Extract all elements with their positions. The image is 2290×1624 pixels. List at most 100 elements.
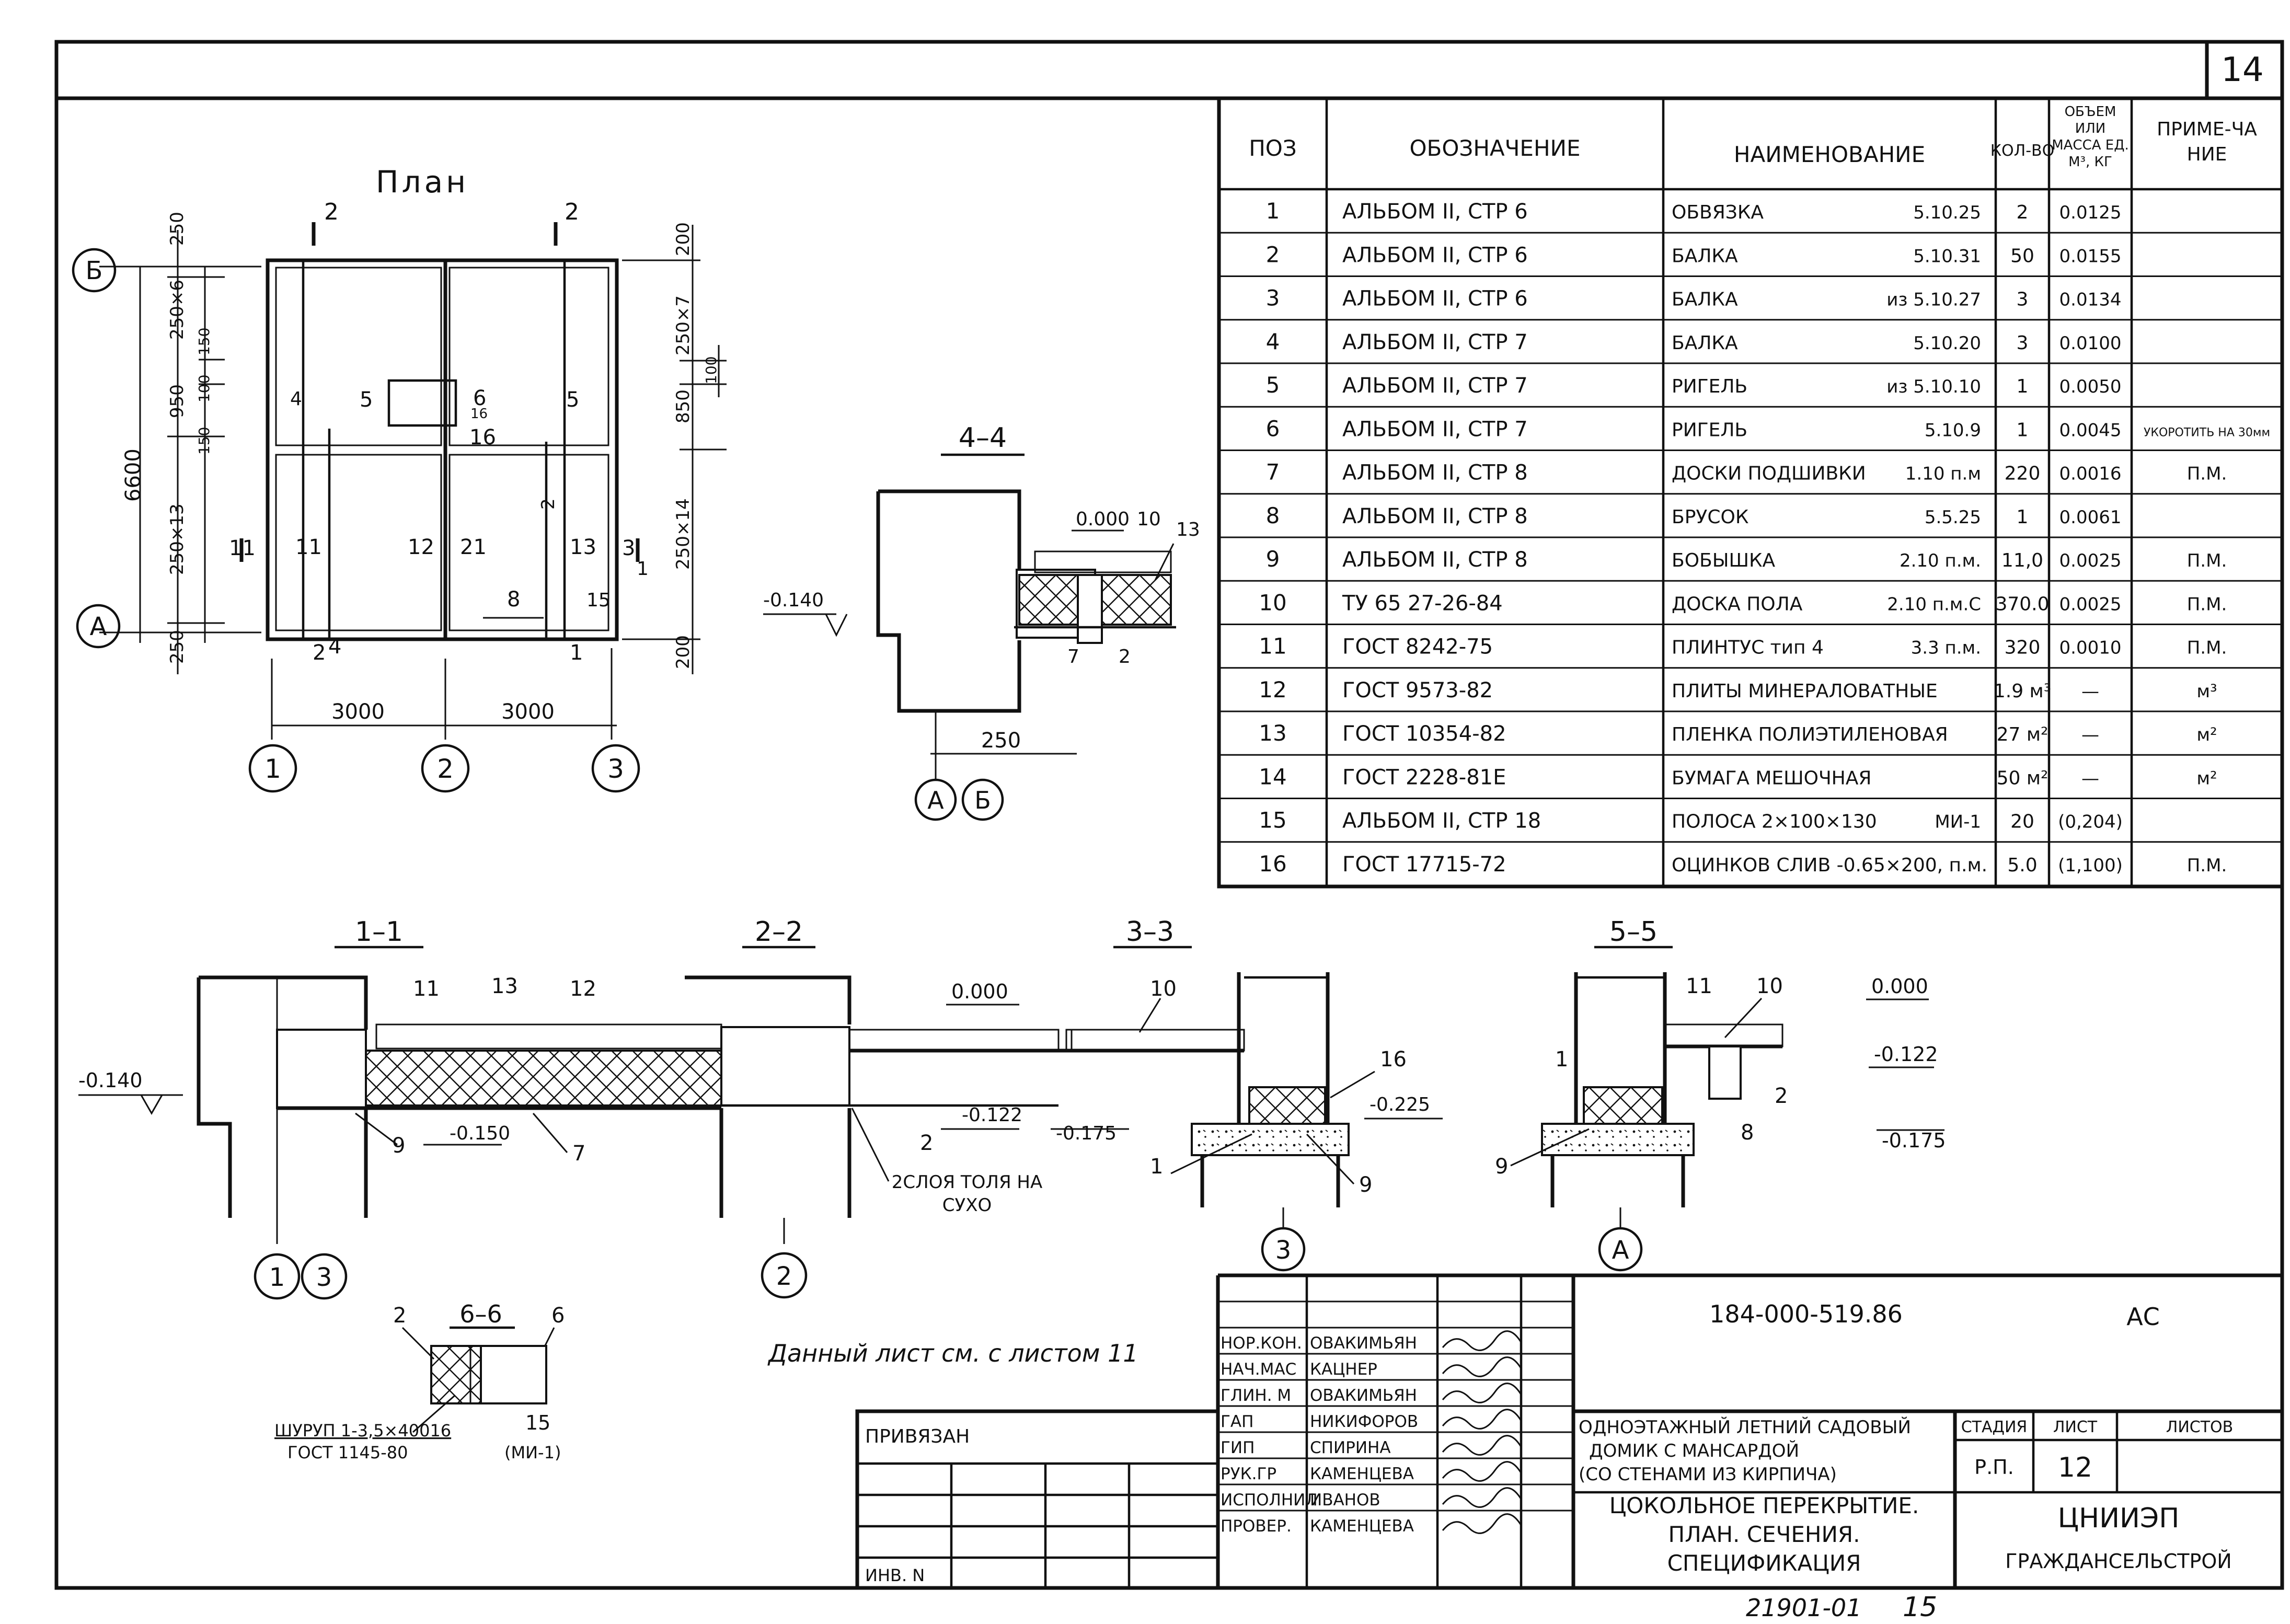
spec-name: БАЛКА — [1672, 245, 1738, 267]
axis-b-bubble — [72, 248, 117, 293]
spec-mass: 0.0025 — [2059, 550, 2122, 571]
spec-name-code: 2.10 п.м.С — [1887, 594, 1981, 615]
spec-mass: 0.0155 — [2059, 246, 2122, 267]
spec-name-code: 1.10 п.м — [1905, 464, 1981, 485]
svg-text:1: 1 — [570, 641, 583, 665]
spec-name-code: 5.10.20 — [1913, 333, 1981, 354]
svg-text:13: 13 — [1176, 519, 1200, 540]
plan-joists-tr — [448, 267, 609, 446]
svg-text:4: 4 — [328, 635, 341, 659]
svg-text:150: 150 — [195, 427, 213, 455]
tb-role: НОР.КОН. — [1221, 1334, 1302, 1353]
spec-name: ПЛИНТУС тип 4 — [1672, 637, 1824, 659]
svg-text:100: 100 — [195, 375, 213, 402]
spec-name-code: 2.10 п.м. — [1900, 550, 1981, 571]
section-2-2: 2–2 0.000 -0.122 2 2СЛОЯ ТОЛЯ НА СУХО 2 — [685, 916, 1240, 1299]
svg-text:8: 8 — [507, 588, 520, 612]
svg-text:15: 15 — [525, 1411, 550, 1434]
spec-name-code: МИ-1 — [1935, 812, 1981, 833]
tb-role: ГИП — [1221, 1438, 1255, 1457]
svg-text:(МИ-1): (МИ-1) — [504, 1443, 561, 1462]
svg-text:Р.П.: Р.П. — [1974, 1456, 2014, 1479]
spec-qty: 370.0 — [1995, 593, 2049, 615]
spec-pos: 7 — [1266, 459, 1280, 485]
spec-note: П.М. — [2187, 594, 2227, 615]
svg-text:(СО СТЕНАМИ ИЗ КИРПИЧА): (СО СТЕНАМИ ИЗ КИРПИЧА) — [1579, 1464, 1837, 1485]
svg-text:1: 1 — [269, 1263, 285, 1292]
signature-mark — [1442, 1356, 1522, 1377]
spec-name-code: из 5.10.10 — [1886, 376, 1981, 397]
svg-text:10: 10 — [1756, 974, 1783, 998]
spec-designation: ГОСТ 2228-81Е — [1342, 765, 1506, 789]
svg-text:2–2: 2–2 — [755, 916, 803, 948]
spec-name: ОЦИНКОВ СЛИВ -0.65×200, п.м. — [1672, 855, 1987, 876]
svg-text:-0.150: -0.150 — [450, 1123, 510, 1144]
spec-name-code: из 5.10.27 — [1886, 290, 1981, 310]
svg-text:4: 4 — [290, 388, 302, 410]
svg-text:3–3: 3–3 — [1126, 916, 1174, 948]
spec-designation: АЛЬБОМ II, СТР 7 — [1342, 330, 1528, 354]
svg-text:ГОСТ 1145-80: ГОСТ 1145-80 — [287, 1443, 408, 1462]
spec-name: РИГЕЛЬ — [1672, 376, 1747, 397]
signature-mark — [1442, 1409, 1522, 1430]
spec-name-code: 5.10.9 — [1925, 420, 1981, 441]
bottom-number: 15 — [1903, 1592, 1937, 1623]
spec-mass: 0.0061 — [2059, 507, 2122, 528]
spec-qty: 50 — [2010, 245, 2034, 267]
svg-text:5–5: 5–5 — [1609, 916, 1658, 948]
spec-mass: 0.0010 — [2059, 638, 2122, 659]
svg-text:12: 12 — [408, 535, 434, 559]
signature-mark — [1442, 1513, 1522, 1534]
spec-designation: АЛЬБОМ II, СТР 18 — [1342, 809, 1541, 833]
svg-text:850: 850 — [673, 389, 694, 423]
spec-qty: 3 — [2017, 289, 2029, 310]
svg-text:-0.140: -0.140 — [763, 590, 824, 611]
signature-mark — [1442, 1330, 1522, 1351]
spec-name: ПЛЕНКА ПОЛИЭТИЛЕНОВАЯ — [1672, 724, 1948, 745]
spec-note: П.М. — [2187, 464, 2227, 485]
svg-text:ДОМИК С МАНСАРДОЙ: ДОМИК С МАНСАРДОЙ — [1589, 1440, 1799, 1461]
axis-3-bubble — [591, 744, 640, 793]
spec-mass: 0.0125 — [2059, 202, 2122, 223]
sheet-reference-note: Данный лист см. с листом 11 — [767, 1339, 1138, 1367]
tb-name: ИВАНОВ — [1310, 1491, 1380, 1510]
tb-name: КАМЕНЦЕВА — [1310, 1517, 1414, 1536]
svg-text:250×14: 250×14 — [673, 498, 694, 570]
svg-text:21: 21 — [460, 535, 487, 559]
spec-name: ДОСКИ ПОДШИВКИ — [1672, 463, 1866, 485]
plan-title: План — [376, 164, 469, 200]
svg-text:3: 3 — [1275, 1236, 1292, 1265]
svg-text:250: 250 — [167, 212, 188, 246]
spec-pos: 9 — [1266, 546, 1280, 572]
svg-text:А: А — [1612, 1236, 1629, 1265]
spec-pos: 10 — [1259, 590, 1286, 615]
svg-text:10: 10 — [1137, 509, 1161, 530]
tb-name: КАМЕНЦЕВА — [1310, 1465, 1414, 1483]
spec-name-code: 5.5.25 — [1925, 507, 1981, 528]
spec-mass: 0.0045 — [2059, 420, 2122, 441]
svg-text:9: 9 — [392, 1134, 405, 1158]
axis-2-bubble — [421, 744, 470, 793]
spec-name: ПЛИТЫ МИНЕРАЛОВАТНЫЕ — [1672, 681, 1938, 702]
svg-text:3: 3 — [316, 1263, 332, 1292]
svg-text:13: 13 — [491, 974, 518, 998]
svg-text:12: 12 — [570, 977, 596, 1001]
svg-text:250×13: 250×13 — [167, 503, 188, 575]
svg-text:250: 250 — [167, 630, 188, 664]
svg-text:5: 5 — [360, 388, 373, 412]
spec-name: БУМАГА МЕШОЧНАЯ — [1672, 767, 1871, 789]
svg-text:2: 2 — [313, 641, 326, 665]
spec-pos: 16 — [1259, 851, 1286, 877]
tb-role: ПРОВЕР. — [1221, 1517, 1292, 1536]
svg-text:250×6: 250×6 — [167, 280, 188, 340]
svg-text:НАИМЕНОВАНИЕ: НАИМЕНОВАНИЕ — [1734, 142, 1925, 167]
svg-text:КОЛ-ВО: КОЛ-ВО — [1990, 142, 2055, 160]
svg-text:11: 11 — [1686, 974, 1712, 998]
tb-role: ГАП — [1221, 1412, 1253, 1431]
tb-role: ИСПОЛНИЛ — [1221, 1491, 1318, 1510]
axis-1-bubble — [248, 744, 297, 793]
svg-text:9: 9 — [1495, 1155, 1508, 1179]
svg-text:-0.140: -0.140 — [78, 1069, 143, 1092]
